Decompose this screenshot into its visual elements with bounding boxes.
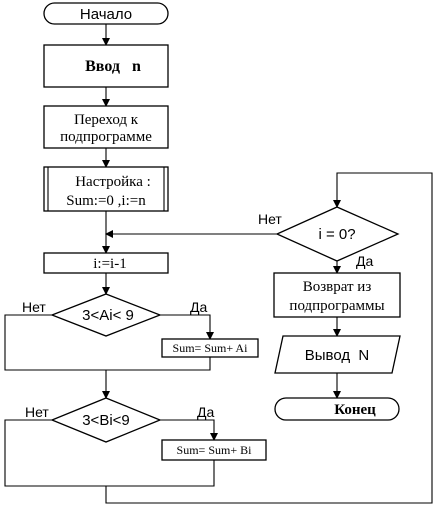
block-call-line1: Переход к — [74, 112, 139, 128]
block-sum-b-label: Sum= Sum+ Bi — [177, 443, 253, 457]
block-output-label: Вывод N — [305, 347, 370, 364]
decision-cond-i: i = 0? — [275, 206, 400, 262]
connector-sum-a-merge — [106, 357, 211, 371]
block-end-label: Конец — [334, 402, 376, 418]
block-sum-a: Sum= Sum+ Ai — [161, 338, 259, 358]
connector-cond-a-yes — [160, 314, 214, 340]
block-decrement: i:=i-1 — [43, 252, 169, 274]
block-return-line1: Возврат из — [303, 279, 372, 295]
connector-sum-b-merge — [106, 460, 215, 487]
block-decrement-label: i:=i-1 — [93, 256, 126, 272]
decision-cond-a-label: 3<Ai< 9 — [82, 307, 134, 324]
block-input-label: Ввод n — [85, 58, 141, 75]
block-input: Ввод n — [43, 44, 169, 88]
branch-label-yes-i: Да — [356, 253, 373, 269]
block-call-line2: подпрограмме — [60, 129, 152, 145]
branch-label-yes-a: Да — [190, 299, 207, 315]
block-start-label: Начало — [80, 6, 132, 23]
decision-cond-i-label: i = 0? — [318, 226, 355, 243]
block-sum-b: Sum= Sum+ Bi — [161, 439, 267, 461]
branch-label-no-i: Нет — [258, 211, 282, 227]
branch-labels: Нет Да Нет Да Нет Да — [22, 211, 373, 420]
block-setup-line1: Настройка : — [75, 174, 151, 190]
block-setup-line2: Sum:=0 ,i:=n — [66, 193, 146, 209]
block-end: Конец — [274, 397, 400, 421]
connector-cond-a-no — [4, 314, 106, 371]
branch-label-no-b: Нет — [25, 404, 49, 420]
branch-label-yes-b: Да — [197, 404, 214, 420]
connectors — [4, 24, 433, 504]
block-return-line2: подпрограммы — [289, 298, 384, 314]
block-output: Вывод N — [274, 335, 401, 374]
decision-cond-b-label: 3<Bi<9 — [82, 412, 130, 429]
branch-label-no-a: Нет — [22, 299, 46, 315]
block-call-subroutine: Переход к подпрограмме — [43, 105, 169, 149]
block-sum-a-label: Sum= Sum+ Ai — [173, 341, 249, 355]
connector-cond-b-no — [4, 419, 106, 487]
block-setup: Настройка : Sum:=0 ,i:=n — [43, 166, 169, 212]
decision-cond-b: 3<Bi<9 — [50, 397, 162, 443]
decision-cond-a: 3<Ai< 9 — [50, 293, 162, 337]
connector-cond-b-yes — [160, 419, 218, 441]
connector-loop-to-cond-i — [105, 172, 433, 504]
block-start: Начало — [43, 2, 169, 25]
block-return: Возврат из подпрограммы — [273, 272, 401, 318]
